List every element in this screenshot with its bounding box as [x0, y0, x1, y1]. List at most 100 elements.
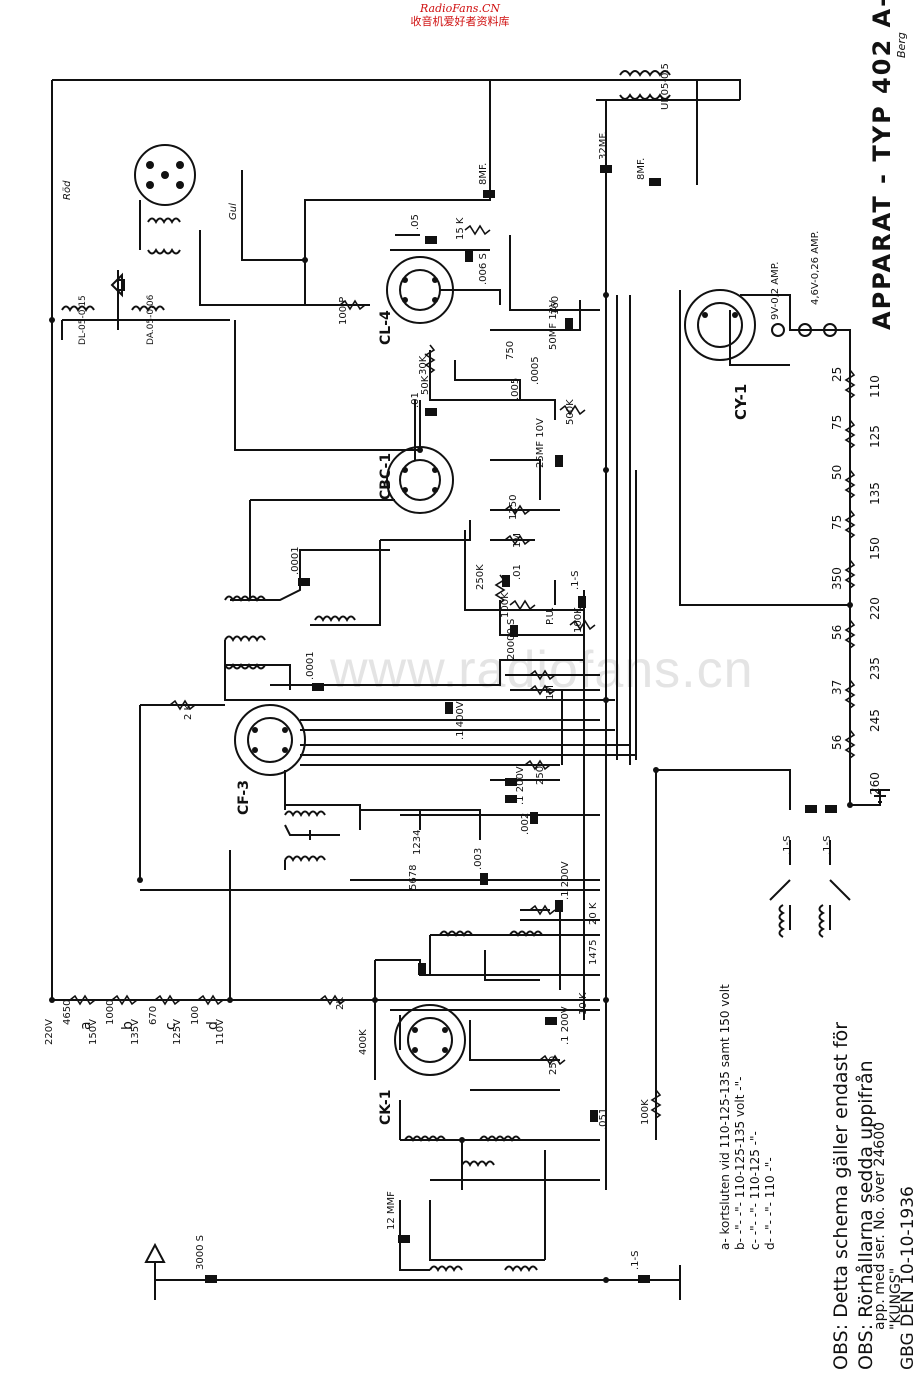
tap-note-b: b- -"- -"- 110-125-135 volt -"-	[733, 1076, 747, 1250]
mains-resistor-50: 50	[830, 464, 844, 480]
note-serial-number: app. med ser. No. över 24600	[872, 1121, 888, 1330]
mains-resistor-37: 37	[830, 679, 844, 695]
mains-tap-260: 260	[868, 772, 882, 795]
label-c-0001a: .0001	[290, 546, 301, 575]
mains-tap-220: 220	[868, 597, 882, 620]
tap-note-d: d- -"- -"- 110 -"-	[763, 1157, 777, 1250]
if-transformer-1	[224, 595, 266, 603]
cbc1-tube-symbol	[386, 446, 454, 514]
label-band-5678: 5678	[408, 864, 419, 890]
label-c-0005: .0005	[530, 356, 541, 385]
dropper-670: 670	[148, 1005, 159, 1025]
filter-capacitor-32mf	[600, 165, 612, 173]
label-c-3000: 3000 S	[195, 1235, 206, 1270]
lamp-rating-1: 9V-0,2 AMP.	[770, 261, 781, 320]
tap-note-c: c- -"- -"- 110-125 -"-	[748, 1131, 762, 1250]
label-8mf-b: 8MF.	[636, 157, 647, 180]
mains-tap-150: 150	[868, 537, 882, 560]
mains-resistor-56a: 56	[830, 624, 844, 640]
label-c-12mmf: 12 MMF	[386, 1191, 397, 1230]
mains-tap-125: 125	[868, 425, 882, 448]
label-da-choke: DA.05-0.06	[146, 294, 156, 345]
mains-resistor-75a: 75	[830, 414, 844, 430]
label-band-1234: 1234	[412, 829, 423, 855]
tube-label-cl4: CL-4	[378, 310, 394, 345]
label-c-1s: .1-S	[570, 570, 581, 591]
banner-site: RadioFans.CN	[420, 2, 500, 15]
ck1-tube-symbol	[394, 1004, 466, 1076]
mains-tap-235: 235	[868, 657, 882, 680]
label-uf-choke: UF.05-0.5	[660, 63, 671, 110]
label-rod-wire: Röd	[62, 180, 73, 200]
dropper-1000: 1000	[105, 999, 116, 1025]
label-r2k: 2 K	[183, 703, 194, 720]
label-c-003: .003	[473, 847, 484, 870]
label-r1m-a: 1M	[512, 533, 523, 548]
label-c-01a: .01	[410, 392, 421, 408]
tube-label-cbc1: CBC-1	[378, 452, 394, 500]
mains-resistor-56b: 56	[830, 734, 844, 750]
ground-symbol	[870, 789, 890, 803]
antenna-symbol	[144, 1242, 166, 1263]
dropper-100: 100	[190, 1005, 201, 1025]
cf3-tube-symbol	[234, 704, 306, 776]
output-tube-socket	[134, 144, 196, 206]
mains-resistor-350: 350	[830, 567, 844, 590]
label-c-25mf: 25MF 10V	[535, 418, 546, 468]
dropper-4650: 4650	[62, 999, 73, 1025]
label-r100k-b: 100K	[573, 607, 584, 633]
cy1-tube-symbol	[684, 289, 756, 361]
mains-tap-245: 245	[868, 709, 882, 732]
cl4-tube-symbol	[386, 256, 454, 324]
label-c-002: .002	[520, 812, 531, 835]
label-c-1-200a: .1 200V	[515, 766, 526, 805]
tube-label-cf3: CF-3	[236, 780, 252, 815]
label-c-0001b: .0001	[305, 651, 316, 680]
note-serial-validity: OBS: Detta schema gäller endast för	[830, 1021, 852, 1370]
label-c-051: .051	[598, 1107, 609, 1130]
mains-resistor-75b: 75	[830, 514, 844, 530]
label-switch-b: .1-S	[822, 835, 833, 856]
source-banner: RadioFans.CN 收音机爱好者资料库	[0, 2, 920, 28]
label-c-01b: .01	[512, 564, 523, 580]
tap-note-a: a- kortsluten vid 110-125-135 samt 150 v…	[718, 984, 732, 1250]
filter-choke-coil	[619, 70, 671, 77]
label-r10k: 10 K	[578, 992, 589, 1015]
label-r50k: 50K	[420, 375, 431, 395]
tube-label-cy1: CY-1	[732, 383, 750, 420]
tap-letter-a: a	[78, 1021, 94, 1030]
label-c-50mf: 50MF 12V	[548, 300, 559, 350]
label-c-006: .006 S	[478, 253, 489, 285]
top-bus-wire	[52, 79, 741, 100]
label-r15k: 15 K	[455, 217, 466, 240]
label-r750: 750	[505, 340, 516, 360]
label-r250k: 250K	[475, 564, 486, 590]
label-c-20000: 20000 S	[506, 618, 517, 660]
mains-resistor-25: 25	[830, 366, 844, 382]
label-r250-b: 250	[548, 1055, 559, 1075]
banner-subtitle: 收音机爱好者资料库	[410, 15, 510, 28]
supply-220v: 220V	[44, 1019, 55, 1045]
label-c-1s-b: .1-S	[630, 1250, 641, 1271]
label-pickup: P.U.	[545, 606, 556, 625]
label-r1475: 1475	[588, 939, 599, 965]
tap-letter-d: d	[205, 1021, 221, 1030]
label-switch-a: .1-S	[782, 835, 793, 856]
label-r1250: 1250	[508, 494, 519, 520]
mains-tap-135: 135	[868, 482, 882, 505]
label-r20k: 20 K	[588, 902, 599, 925]
label-gul-wire: Gul	[228, 203, 239, 220]
schematic-title: APPARAT - TYP 402 A-B	[868, 0, 896, 330]
label-c-1-200b: .1 200V	[560, 861, 571, 900]
lamp-rating-2: 4,6V-0,26 AMP.	[810, 230, 821, 305]
label-c-1-200c: .1 200V	[560, 1006, 571, 1045]
tube-label-ck1: CK-1	[378, 1089, 394, 1125]
label-r250: 250	[535, 765, 546, 785]
label-100p: 100 P	[338, 296, 349, 325]
label-r30k: 30K.	[418, 352, 429, 375]
label-r1m-b: 1M	[545, 685, 556, 700]
label-r400k: 400K	[358, 1029, 369, 1055]
label-r100k-c: 100K	[640, 1099, 651, 1125]
